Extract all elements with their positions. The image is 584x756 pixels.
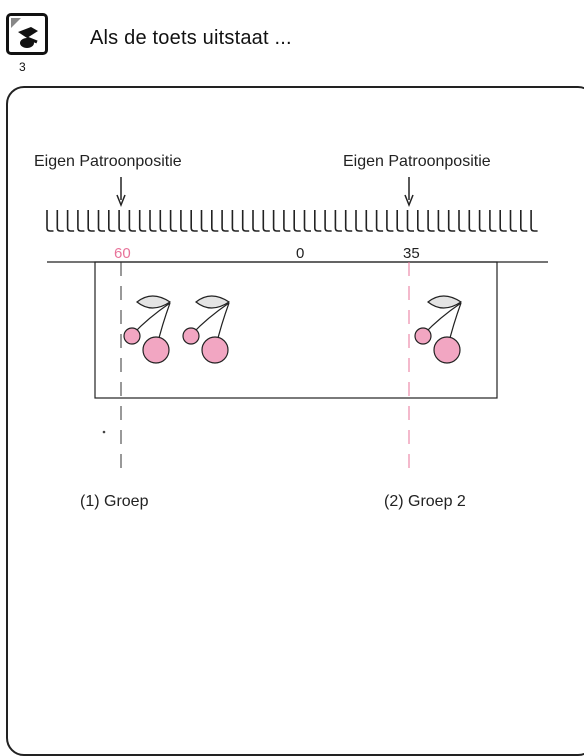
needle-tick — [262, 210, 270, 232]
needle-tick — [437, 210, 445, 232]
needle-tick — [149, 210, 157, 232]
needle-tick — [293, 210, 301, 232]
needle-tick — [108, 210, 116, 232]
needle-tick — [334, 210, 342, 232]
cherry-icon — [123, 295, 172, 364]
needle-tick — [489, 210, 497, 232]
group-1-label: (1) Groep — [80, 493, 149, 510]
scale-number-left: 60 — [114, 245, 131, 262]
needle-tick — [396, 210, 404, 232]
scale-number-right: 35 — [403, 245, 420, 262]
needle-tick — [406, 210, 414, 232]
group-2-label: (2) Groep 2 — [384, 493, 466, 510]
needle-tick — [118, 210, 126, 232]
pattern-frame — [94, 261, 498, 399]
needle-tick — [324, 210, 332, 232]
right-pointer-label: Eigen Patroonpositie — [343, 153, 491, 170]
scale-number-center: 0 — [296, 245, 304, 262]
needle-tick — [272, 210, 281, 232]
needle-tick — [509, 210, 517, 232]
needle-tick — [138, 210, 147, 232]
needle-tick — [530, 210, 538, 232]
needle-tick — [46, 210, 54, 232]
needle-tick — [66, 210, 75, 232]
needle-tick — [231, 210, 239, 232]
needle-tick — [190, 210, 198, 232]
needle-tick — [77, 210, 85, 232]
cherry-key-icon — [6, 13, 48, 55]
needle-tick — [427, 210, 435, 232]
needle-scale — [46, 210, 538, 232]
needle-tick — [283, 210, 291, 232]
cherry-icon — [182, 295, 231, 364]
needle-tick — [499, 210, 507, 232]
needle-tick — [180, 210, 188, 232]
needle-tick — [200, 210, 208, 232]
needle-tick — [365, 210, 373, 232]
needle-tick — [314, 210, 322, 232]
needle-tick — [159, 210, 167, 232]
cherry-icon — [414, 295, 463, 364]
needle-tick — [375, 210, 384, 232]
needle-tick — [87, 210, 95, 232]
needle-tick — [447, 210, 456, 232]
left-pointer-arrow — [116, 177, 126, 208]
needle-tick — [56, 210, 64, 232]
needle-tick — [241, 210, 250, 232]
needle-tick — [97, 210, 105, 232]
needle-tick — [211, 210, 219, 232]
page-title: Als de toets uitstaat ... — [90, 27, 292, 49]
needle-tick — [386, 210, 394, 232]
needle-tick — [468, 210, 476, 232]
key-number: 3 — [19, 60, 26, 74]
needle-tick — [221, 210, 229, 232]
needle-tick — [169, 210, 178, 232]
stray-dot — [102, 430, 106, 434]
needle-tick — [458, 210, 466, 232]
needle-tick — [128, 210, 136, 232]
needle-tick — [417, 210, 425, 232]
needle-tick — [303, 210, 311, 232]
left-pointer-label: Eigen Patroonpositie — [34, 153, 182, 170]
needle-tick — [252, 210, 260, 232]
needle-tick — [520, 210, 528, 232]
needle-tick — [355, 210, 363, 232]
right-pointer-arrow — [404, 177, 414, 208]
needle-tick — [344, 210, 353, 232]
needle-tick — [478, 210, 487, 232]
